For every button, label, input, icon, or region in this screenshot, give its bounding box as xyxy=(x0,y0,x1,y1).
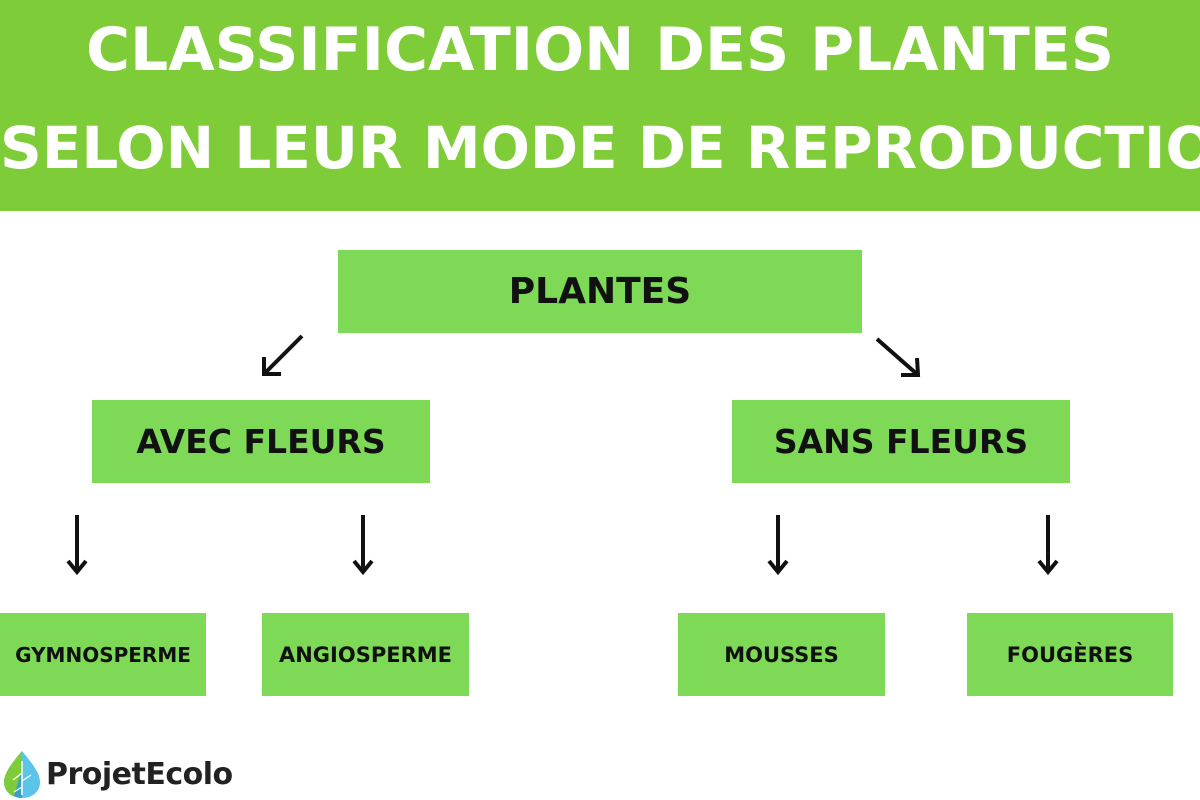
node-sans-fleurs: SANS FLEURS xyxy=(732,400,1070,483)
title-line-2: SELON LEUR MODE DE REPRODUCTION xyxy=(0,114,1200,182)
title-line-1: CLASSIFICATION DES PLANTES xyxy=(85,15,1115,85)
title-banner: CLASSIFICATION DES PLANTES SELON LEUR MO… xyxy=(0,0,1200,211)
node-mousses: MOUSSES xyxy=(678,613,885,696)
node-angiosperme: ANGIOSPERME xyxy=(262,613,469,696)
logo-text: ProjetEcolo xyxy=(46,756,233,792)
arrow-root-to-sans-fleurs xyxy=(875,337,921,377)
node-gymnosperme: GYMNOSPERME xyxy=(0,613,206,696)
leaf-drop-icon xyxy=(4,751,40,798)
node-fougeres: FOUGÈRES xyxy=(967,613,1173,696)
node-plantes: PLANTES xyxy=(338,250,862,333)
arrow-root-to-avec-fleurs xyxy=(262,334,304,376)
brand-logo[interactable]: ProjetEcolo xyxy=(2,748,233,800)
arrow-to-gymnosperme xyxy=(66,515,88,576)
arrow-to-fougeres xyxy=(1037,515,1059,576)
arrow-to-mousses xyxy=(767,515,789,576)
arrow-to-angiosperme xyxy=(352,515,374,576)
node-avec-fleurs: AVEC FLEURS xyxy=(92,400,430,483)
